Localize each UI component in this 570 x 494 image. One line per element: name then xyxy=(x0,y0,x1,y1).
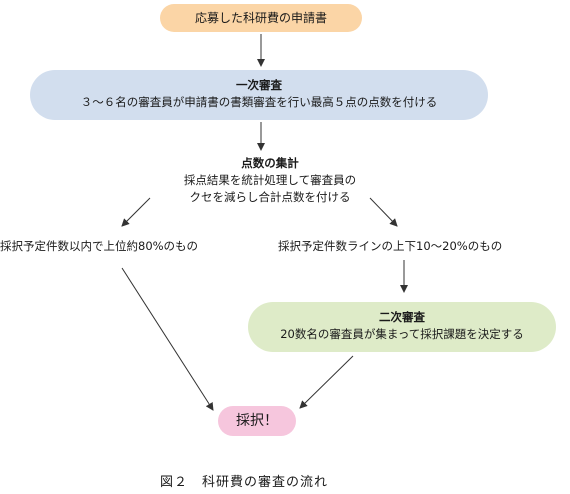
first-review-node: 一次審査 ３～６名の審査員が申請書の書類審査を行い最高５点の点数を付ける xyxy=(30,70,488,120)
application-label: 応募した科研費の申請書 xyxy=(194,11,327,25)
arrow-aggregation-to-border xyxy=(369,197,398,227)
arrow-aggregation-to-upper xyxy=(121,197,151,227)
border-band-node: 採択予定件数ラインの上下10～20%のもの xyxy=(278,236,558,256)
first-review-description: ３～６名の審査員が申請書の書類審査を行い最高５点の点数を付ける xyxy=(80,95,438,109)
border-band-label: 採択予定件数ラインの上下10～20%のもの xyxy=(278,239,503,253)
second-review-node: 二次審査 20数名の審査員が集まって採択課題を決定する xyxy=(248,302,556,352)
arrow-second-to-adoption xyxy=(299,355,354,409)
figure-caption: 図２ 科研費の審査の流れ xyxy=(160,475,329,490)
application-node: 応募した科研費の申請書 xyxy=(160,4,362,32)
arrow-upper-to-adoption xyxy=(121,267,214,411)
score-aggregation-title: 点数の集計 xyxy=(241,156,299,170)
second-review-title: 二次審査 xyxy=(379,310,425,324)
first-review-title: 一次審査 xyxy=(236,78,282,92)
adoption-node: 採択！ xyxy=(218,406,296,436)
score-aggregation-node: 点数の集計 採点結果を統計処理して審査員の クセを減らし合計点数を付ける xyxy=(130,153,410,213)
score-aggregation-description-line1: 採点結果を統計処理して審査員の xyxy=(183,173,357,187)
upper-band-label: 採択予定件数以内で上位約80%のもの xyxy=(0,239,199,253)
upper-band-node: 採択予定件数以内で上位約80%のもの xyxy=(0,236,262,256)
score-aggregation-description-line2: クセを減らし合計点数を付ける xyxy=(189,190,351,204)
adoption-label: 採択！ xyxy=(236,413,278,429)
second-review-description: 20数名の審査員が集まって採択課題を決定する xyxy=(280,327,524,341)
